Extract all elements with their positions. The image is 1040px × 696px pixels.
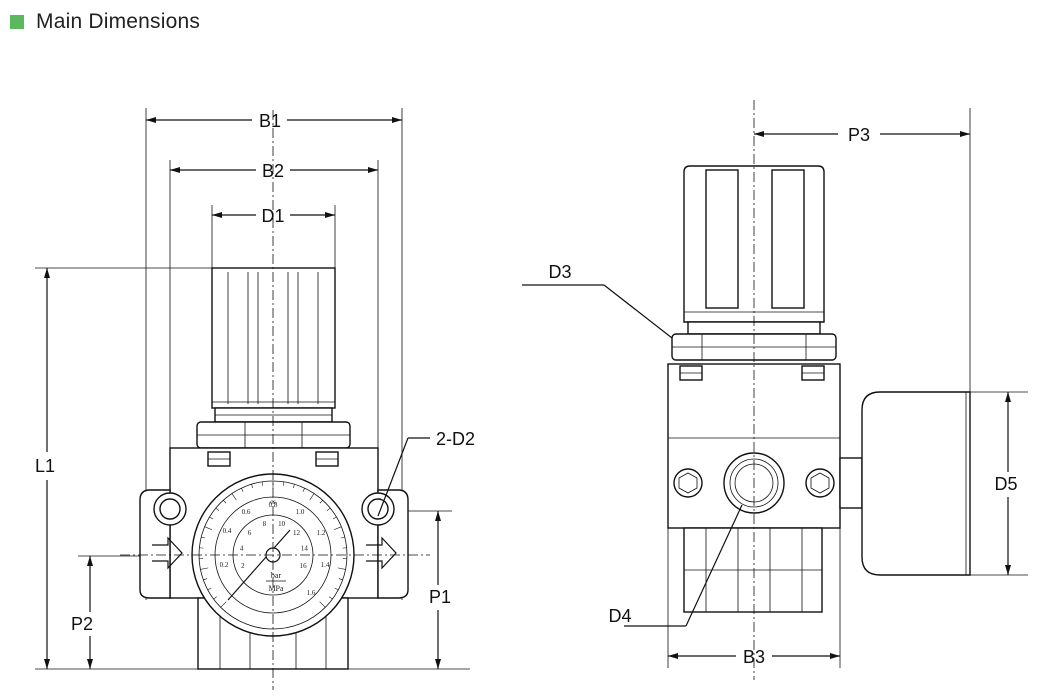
gauge-tick — [204, 526, 213, 531]
gauge-inner-label: 4 — [240, 545, 244, 553]
label-b1: B1 — [259, 111, 281, 131]
gauge-tick — [203, 578, 208, 581]
label-2-d2: 2-D2 — [436, 429, 475, 449]
label-l1: L1 — [35, 456, 55, 476]
gauge-outer-label: 0.4 — [223, 527, 232, 535]
gauge-tick — [309, 493, 315, 501]
dim-d5: D5 — [970, 391, 1028, 576]
gauge-unit-bar: bar — [271, 571, 282, 580]
gauge-tick — [302, 487, 305, 492]
gauge-tick — [200, 567, 209, 570]
gauge-tick — [282, 481, 285, 486]
gauge-tick — [251, 484, 253, 489]
gauge-outer-scale: 0.6 0.8 1.0 0.4 1.2 0.2 1.4 1.6 — [220, 501, 330, 597]
gauge-tick — [333, 526, 342, 531]
green-square-icon — [10, 15, 24, 29]
dim-d1: D1 — [212, 206, 335, 226]
label-d5: D5 — [994, 474, 1017, 494]
gauge-outer-label: 1.6 — [307, 589, 316, 597]
section-header: Main Dimensions — [10, 8, 200, 36]
gauge-tick — [201, 536, 206, 539]
label-p3: P3 — [848, 125, 870, 145]
gauge-tick — [340, 536, 345, 539]
gauge-tick — [319, 601, 326, 608]
gauge-tick — [220, 601, 227, 608]
gauge-outer-label: 0.8 — [269, 501, 278, 509]
gauge-inner-label: 12 — [293, 529, 301, 537]
gauge-tick — [207, 587, 212, 591]
front-view: B1 B2 D1 L1 — [35, 108, 475, 690]
dim-p3: P3 — [754, 108, 971, 392]
gauge-ticks — [199, 481, 347, 608]
dim-b2: B2 — [170, 161, 378, 181]
section-title: Main Dimensions — [36, 10, 201, 33]
gauge-tick — [261, 481, 264, 486]
gauge-tick — [329, 596, 333, 600]
dim-b1: B1 — [146, 111, 402, 131]
label-d3: D3 — [548, 262, 571, 282]
dim-b3: B3 — [667, 528, 841, 668]
label-p2: P2 — [71, 614, 93, 634]
gauge-tick — [223, 499, 227, 504]
gauge-inner-label: 14 — [301, 545, 309, 553]
gauge-tick — [337, 567, 346, 570]
gauge-outer-label: 1.0 — [296, 508, 305, 516]
gauge-tick — [241, 487, 244, 492]
dim-2-d2: 2-D2 — [377, 429, 475, 517]
gauge-tick — [326, 507, 331, 511]
dim-d4: D4 — [608, 504, 743, 627]
gauge-tick — [209, 516, 214, 520]
gauge-tick — [334, 587, 339, 591]
gauge-inner-label: 16 — [300, 562, 308, 570]
gauge-inner-label: 10 — [278, 520, 286, 528]
dim-d3: D3 — [522, 262, 673, 339]
adjust-knob-front — [211, 267, 336, 423]
label-d4: D4 — [608, 606, 631, 626]
gauge-unit-mpa: MPa — [268, 584, 284, 593]
gauge-outer-label: 1.2 — [317, 529, 326, 537]
dim-p2: P2 — [71, 555, 160, 669]
gauge-tick — [319, 499, 323, 504]
gauge-tick — [293, 484, 295, 489]
gauge-inner-label: 6 — [248, 529, 252, 537]
gauge-needle — [227, 529, 291, 601]
gauge-tick — [215, 507, 220, 511]
side-view: P3 — [522, 100, 1028, 680]
gauge-outer-label: 0.2 — [220, 561, 229, 569]
gauge-inner-label: 2 — [241, 562, 245, 570]
gauge-outer-label: 1.4 — [321, 561, 330, 569]
pressure-gauge-side — [839, 391, 971, 576]
label-d1: D1 — [261, 206, 284, 226]
label-p1: P1 — [429, 587, 451, 607]
gauge-tick — [338, 578, 343, 581]
gauge-tick — [213, 596, 217, 600]
dim-p1: P1 — [390, 510, 452, 669]
gauge-tick — [332, 516, 337, 520]
lock-nut-front — [196, 421, 351, 449]
gauge-outer-label: 0.6 — [242, 508, 251, 516]
label-b3: B3 — [743, 647, 765, 667]
gauge-tick — [231, 493, 237, 501]
gauge-inner-label: 8 — [263, 520, 267, 528]
